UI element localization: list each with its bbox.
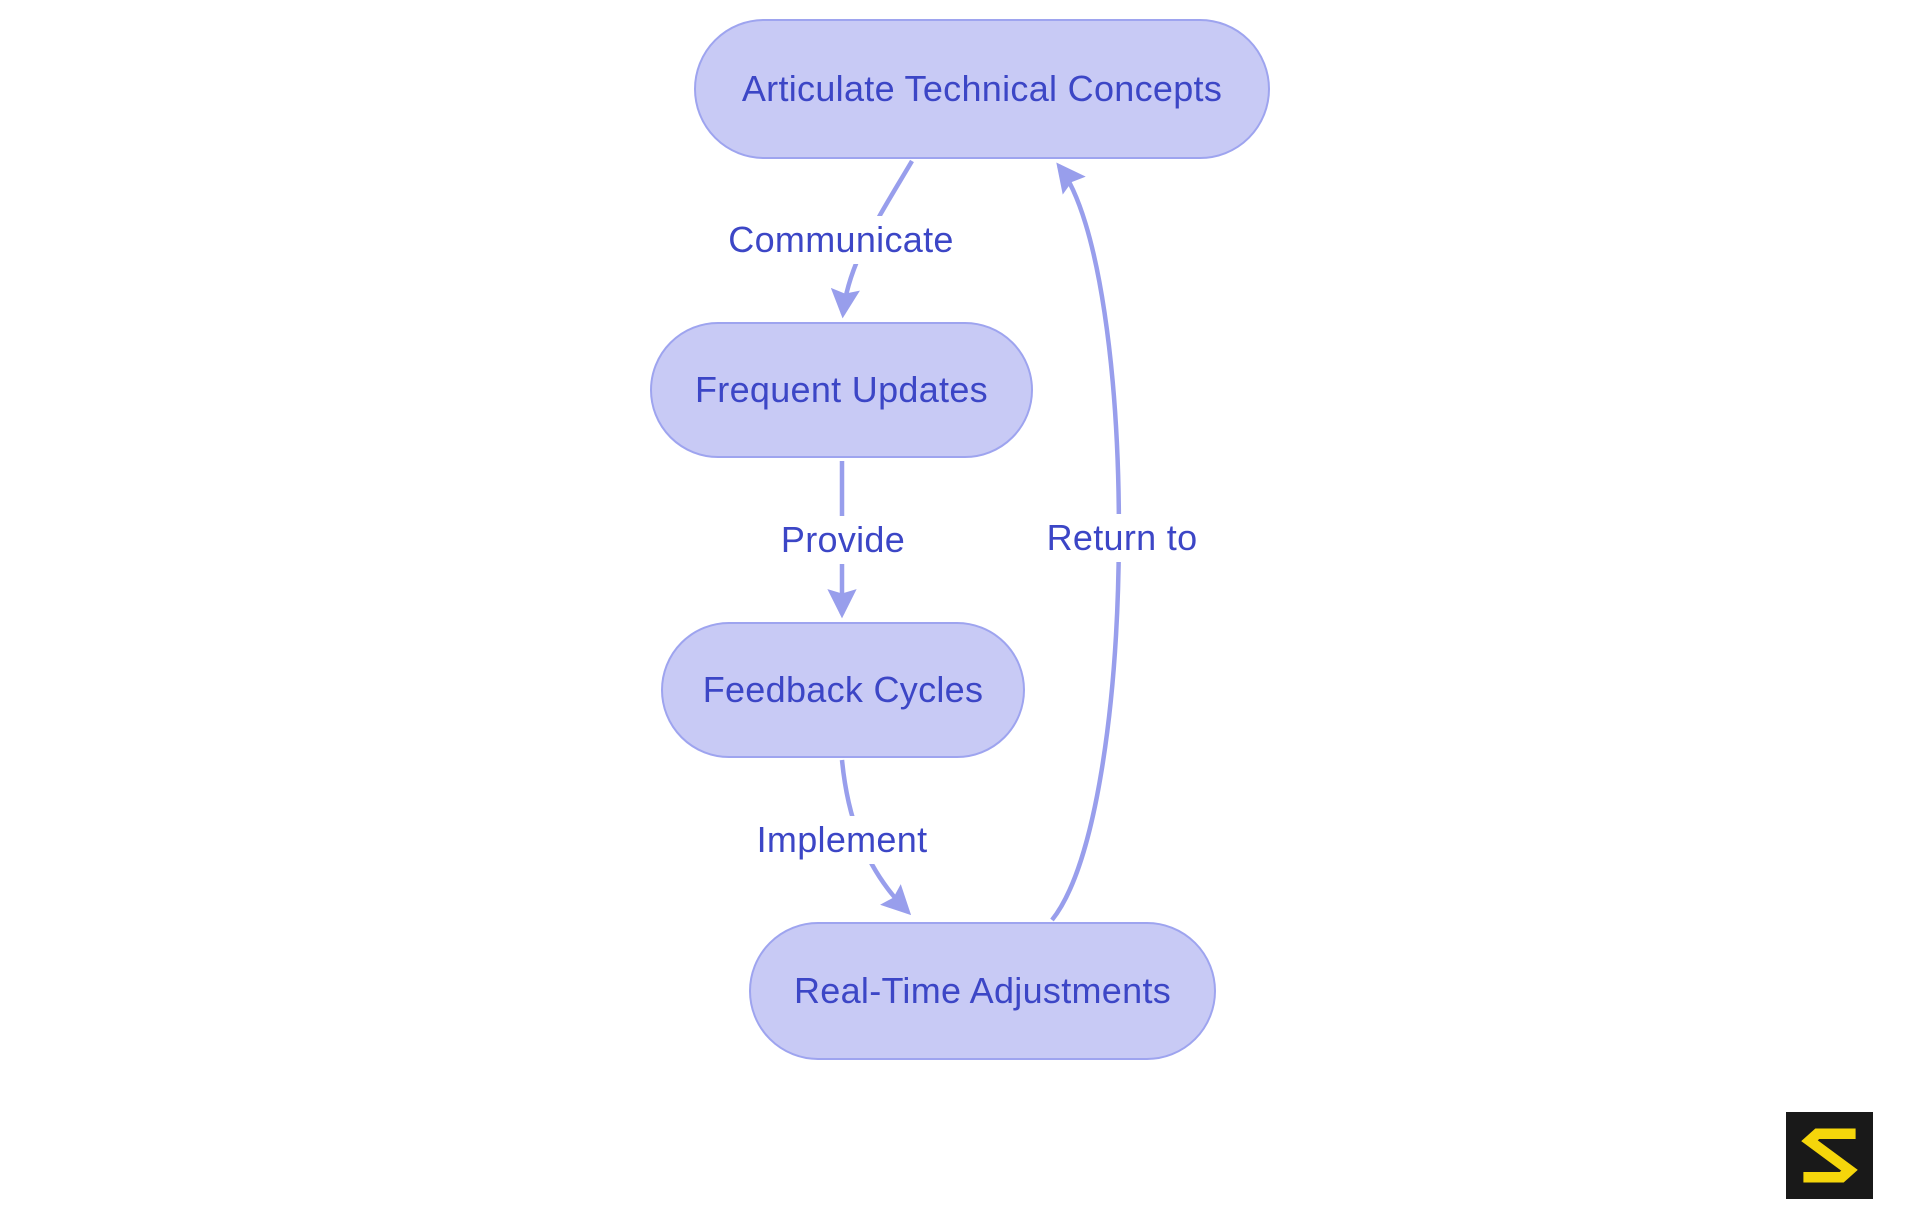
edge-label-implement: Implement — [746, 816, 938, 864]
node-label: Feedback Cycles — [702, 669, 984, 710]
edge-label-communicate: Communicate — [718, 216, 964, 264]
node-label: Frequent Updates — [695, 369, 988, 410]
logo-s-icon — [1801, 1128, 1858, 1183]
node-articulate-technical-concepts: Articulate Technical Concepts — [694, 19, 1270, 159]
node-label: Articulate Technical Concepts — [741, 68, 1223, 109]
node-label: Real-Time Adjustments — [793, 970, 1172, 1011]
node-real-time-adjustments: Real-Time Adjustments — [749, 922, 1216, 1060]
node-feedback-cycles: Feedback Cycles — [661, 622, 1025, 758]
brand-logo — [1786, 1112, 1873, 1199]
node-frequent-updates: Frequent Updates — [650, 322, 1033, 458]
edge-label-return-to: Return to — [1036, 514, 1208, 562]
edge-label-provide: Provide — [770, 516, 916, 564]
